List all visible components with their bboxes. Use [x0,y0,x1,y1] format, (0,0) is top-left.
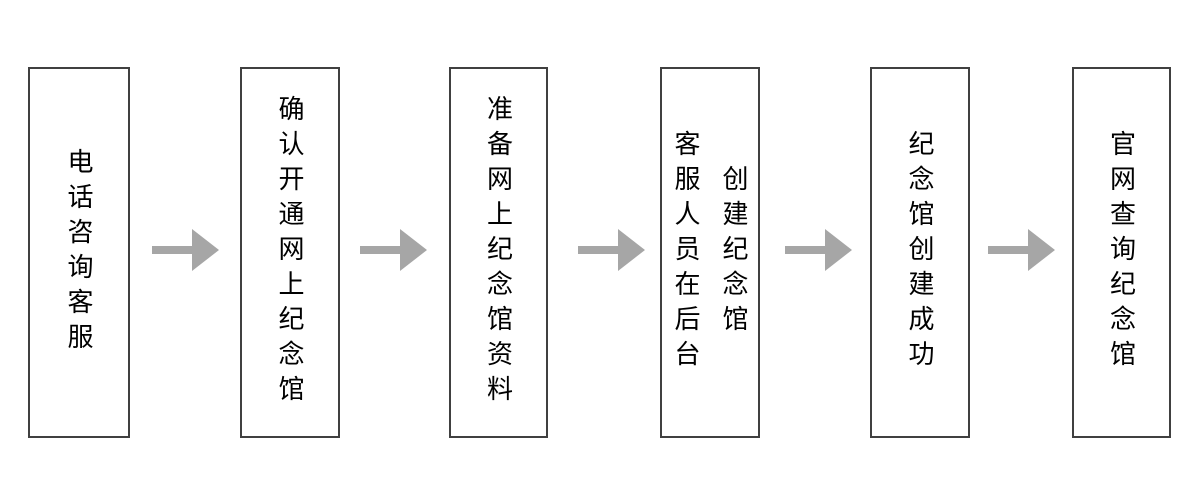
right-arrow-icon [152,229,219,271]
flow-step-6: 官网查询纪念馆 [1072,67,1171,438]
flow-step-5: 纪念馆创建成功 [870,67,970,438]
flow-step-3: 准备网上纪念馆资料 [449,67,548,438]
flow-step-2: 确认开通网上纪念馆 [240,67,340,438]
right-arrow-icon [785,229,852,271]
right-arrow-icon [988,229,1055,271]
flow-step-6-label: 官网查询纪念馆 [1106,130,1137,375]
flow-step-4: 客服人员在后台 创建纪念馆 [660,67,760,438]
right-arrow-icon [360,229,427,271]
flow-step-5-label: 纪念馆创建成功 [905,130,935,375]
flow-step-3-label: 准备网上纪念馆资料 [483,95,514,410]
right-arrow-icon [578,229,645,271]
flow-step-4-label-col2: 创建纪念馆 [719,165,749,340]
flow-step-1-label: 电话咨询客服 [64,147,94,358]
flow-step-4-label-col1: 客服人员在后台 [671,130,701,375]
flow-step-2-label: 确认开通网上纪念馆 [275,95,305,410]
flow-step-1: 电话咨询客服 [28,67,130,438]
